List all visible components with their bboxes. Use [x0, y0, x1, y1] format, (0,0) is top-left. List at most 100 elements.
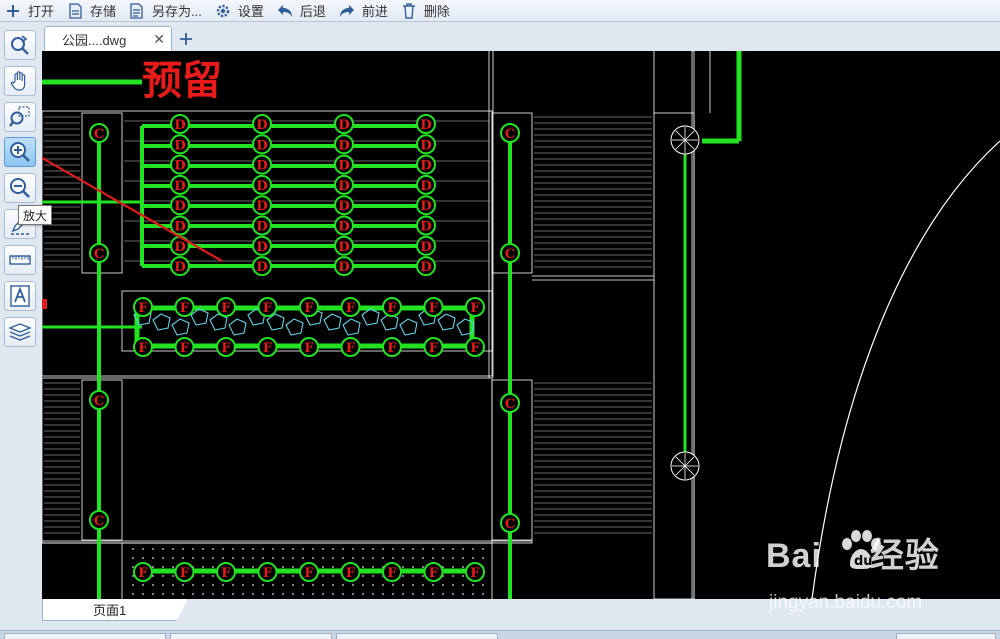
taskbar-item-4[interactable] [896, 633, 996, 639]
planting-dot [382, 557, 384, 559]
planting-dot [172, 575, 174, 577]
taskbar-item-1[interactable] [4, 633, 166, 639]
node-label: C [505, 247, 515, 262]
planting-dot [252, 548, 254, 550]
measure-tool[interactable] [4, 245, 36, 275]
planting-dot [162, 593, 164, 595]
node-ring [334, 195, 354, 216]
open-button[interactable]: 打开 [0, 1, 62, 21]
valve-spoke [684, 465, 695, 476]
zoom-in-tooltip: 放大 [18, 205, 52, 225]
frame-rect [691, 51, 695, 599]
pan-tool[interactable] [4, 66, 36, 96]
page-tab-1[interactable]: 页面1 [42, 599, 188, 621]
taskbar-item-3[interactable] [336, 633, 498, 639]
planting-dot [282, 566, 284, 568]
save-as-button[interactable]: 另存为... [124, 1, 210, 21]
settings-button[interactable]: 设置 [210, 1, 272, 21]
zoom-window-tool[interactable] [4, 102, 36, 132]
f-node: F [257, 297, 278, 317]
d-node: D [170, 215, 190, 236]
node-ring [170, 195, 190, 216]
node-ring [416, 235, 436, 256]
zoom-in-tool[interactable] [4, 137, 36, 167]
valve-spoke [675, 130, 686, 141]
d-node: D [334, 134, 354, 155]
planting-dot [162, 584, 164, 586]
node-label: D [174, 199, 185, 214]
node-label: F [304, 341, 314, 356]
node-ring [423, 337, 444, 357]
forward-label: 前进 [361, 4, 388, 19]
layers-tool[interactable] [4, 317, 36, 347]
planting-dot [282, 557, 284, 559]
undo-arrow-icon [277, 4, 292, 17]
d-node: D [416, 114, 436, 134]
planting-dot [412, 584, 414, 586]
planting-dot [342, 593, 344, 595]
f-node: F [465, 337, 485, 357]
close-tab-icon[interactable]: ✕ [153, 31, 165, 47]
planting-dot [402, 557, 404, 559]
node-ring [416, 174, 436, 195]
plus-icon [7, 4, 19, 17]
node-label: F [387, 301, 397, 316]
frame-rect [653, 112, 695, 599]
text-tool[interactable] [4, 281, 36, 311]
planting-dot [152, 566, 154, 568]
planting-dot [322, 566, 324, 568]
f-node: F [423, 297, 444, 317]
node-ring [252, 174, 272, 195]
planting-dot [402, 548, 404, 550]
f-node: F [340, 562, 361, 582]
planting-dot [472, 584, 474, 586]
save-as-icon [130, 2, 143, 19]
planting-dot [152, 584, 154, 586]
node-ring [382, 337, 402, 357]
planting-dot [222, 557, 224, 559]
planting-dot [402, 593, 404, 595]
planting-dot [152, 557, 154, 559]
node-label: F [346, 301, 356, 316]
save-button[interactable]: 存储 [62, 1, 124, 21]
planting-dot [332, 593, 334, 595]
delete-button[interactable]: 删除 [396, 1, 458, 21]
planting-dot [462, 593, 464, 595]
planting-dot [392, 557, 394, 559]
taskbar-item-2[interactable] [170, 633, 332, 639]
planting-dot [192, 557, 194, 559]
node-label: C [94, 247, 104, 262]
node-label: D [420, 240, 431, 255]
node-label: D [420, 260, 431, 275]
zoom-out-tool[interactable] [4, 173, 36, 203]
f-node: F [174, 562, 195, 582]
planting-dot [332, 584, 334, 586]
planting-dot [422, 557, 424, 559]
f-node: F [133, 562, 153, 582]
planting-dot [192, 593, 194, 595]
new-tab-button[interactable] [175, 28, 197, 50]
planting-dot [132, 557, 134, 559]
rock-shape [266, 313, 285, 331]
node-ring [89, 390, 109, 410]
forward-button[interactable]: 前进 [334, 1, 396, 21]
node-label: D [174, 179, 185, 194]
zoom-previous-tool[interactable] [4, 30, 36, 60]
node-ring [133, 337, 153, 357]
node-label: D [338, 138, 349, 153]
planting-dot [132, 575, 134, 577]
node-ring [500, 513, 520, 533]
node-label: F [304, 566, 314, 581]
planting-dot [362, 548, 364, 550]
planting-dot [182, 557, 184, 559]
node-label: D [174, 260, 185, 275]
planting-dot [332, 575, 334, 577]
planting-dot [362, 566, 364, 568]
planting-dot [412, 575, 414, 577]
back-button[interactable]: 后退 [272, 1, 334, 21]
tab-park-dwg[interactable]: 公园....dwg ✕ [44, 26, 172, 51]
planting-dot [472, 548, 474, 550]
node-label: C [94, 394, 104, 409]
